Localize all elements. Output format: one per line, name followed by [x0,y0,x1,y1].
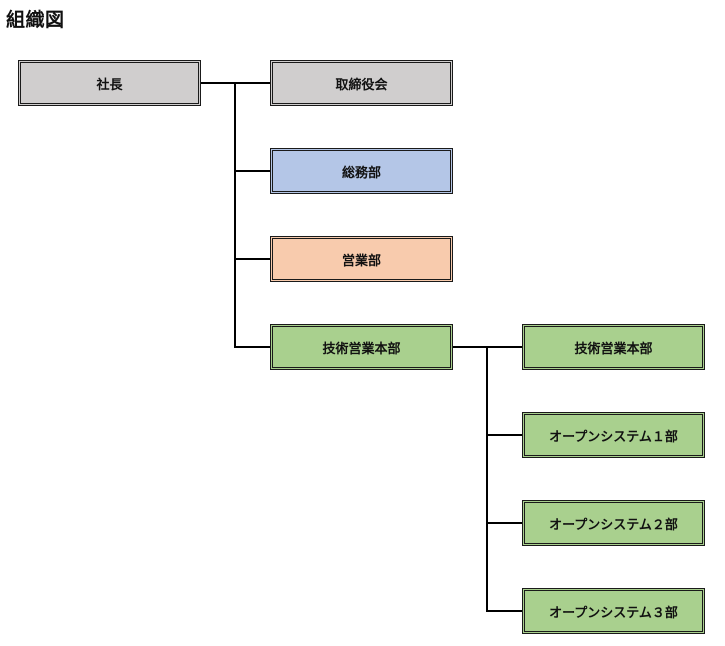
node-president: 社長 [18,60,201,106]
node-label: 技術営業本部 [322,341,401,357]
node-label: 社長 [96,77,123,93]
connector-hq-sub [486,346,523,348]
node-label: 取締役会 [335,77,388,93]
node-tech-sales-hq-sub: 技術営業本部 [522,324,705,370]
connector-hq-trunk [453,346,488,348]
connector-president-trunk [201,82,236,84]
connector-tech-sales-hq [234,346,271,348]
page-title: 組織図 [6,9,65,31]
node-board: 取締役会 [270,60,453,106]
node-label: オープンシステム３部 [549,605,678,621]
node-label: 総務部 [341,165,381,181]
node-label: オープンシステム１部 [549,429,678,445]
node-open-system-1: オープンシステム１部 [522,412,705,458]
connector-sales [234,258,271,260]
node-label: 技術営業本部 [574,341,653,357]
node-open-system-2: オープンシステム２部 [522,500,705,546]
node-open-system-3: オープンシステム３部 [522,588,705,634]
node-tech-sales-hq: 技術営業本部 [270,324,453,370]
connector-trunk-2 [486,346,488,612]
node-label: オープンシステム２部 [549,517,678,533]
connector-general-affairs [234,170,271,172]
connector-open-system-3 [486,610,523,612]
node-sales: 営業部 [270,236,453,282]
connector-trunk-1 [234,82,236,348]
connector-board [234,82,271,84]
node-general-affairs: 総務部 [270,148,453,194]
node-label: 営業部 [341,253,381,269]
connector-open-system-1 [486,434,523,436]
connector-open-system-2 [486,522,523,524]
